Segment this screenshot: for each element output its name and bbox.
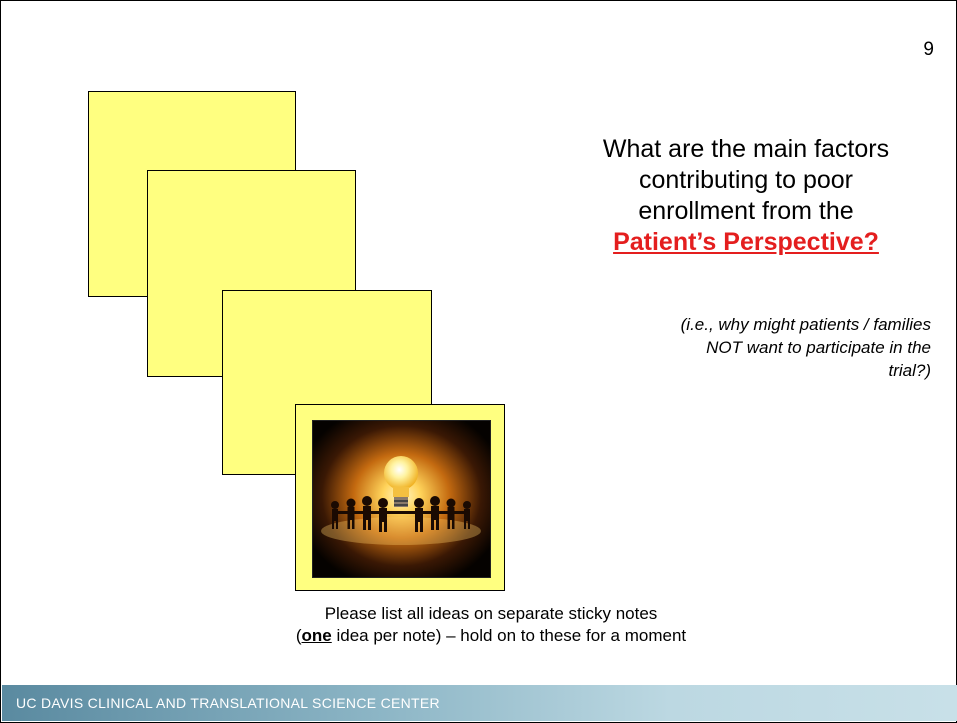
footer-text: UC DAVIS CLINICAL AND TRANSLATIONAL SCIE…: [16, 695, 440, 711]
sticky-note-4: [295, 404, 505, 591]
main-question: What are the main factors contributing t…: [546, 134, 946, 258]
sub-question-line-2: NOT want to participate in the: [706, 338, 931, 357]
question-line-2: contributing to poor: [638, 166, 854, 194]
instructions-line-1: Please list all ideas on separate sticky…: [324, 604, 658, 623]
sub-question-line-3: trial?): [888, 361, 931, 380]
question-line-3: enrollment from the: [638, 197, 854, 225]
slide-number: 9: [923, 39, 934, 60]
instructions-emphasis: one: [301, 626, 332, 645]
lightbulb-people-circle-icon: [312, 420, 491, 578]
question-emphasis: Patient’s Perspective?: [613, 228, 879, 256]
instructions-open-paren: (: [295, 626, 302, 645]
instructions-rest: idea per note) – hold on to these for a …: [331, 626, 687, 645]
sub-question: (i.e., why might patients / families NOT…: [561, 313, 931, 382]
sub-question-line-1: (i.e., why might patients / families: [680, 315, 931, 334]
instructions-line-2: (one idea per note) – hold on to these f…: [191, 625, 791, 647]
question-line-1: What are the main factors: [602, 135, 890, 163]
instructions: Please list all ideas on separate sticky…: [191, 603, 791, 647]
footer-banner: UC DAVIS CLINICAL AND TRANSLATIONAL SCIE…: [2, 685, 957, 721]
